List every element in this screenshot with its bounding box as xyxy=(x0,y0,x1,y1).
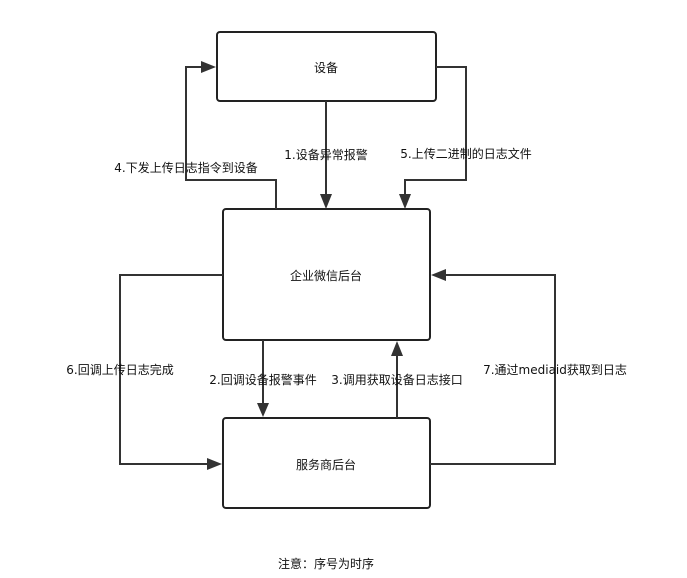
edge-6 xyxy=(119,274,223,470)
edge-5 xyxy=(399,66,467,209)
edge-2-label: 2.回调设备报警事件 xyxy=(209,372,316,387)
node-device: 设备 xyxy=(216,31,437,102)
edge-2-arrowhead xyxy=(257,403,269,417)
edge-2 xyxy=(257,340,269,417)
edge-3 xyxy=(391,341,403,418)
edge-7-arrowhead xyxy=(431,269,446,281)
edge-3-arrowhead xyxy=(391,341,403,356)
edge-4 xyxy=(185,61,277,209)
edge-6-arrowhead xyxy=(207,458,222,470)
node-wecom-backend: 企业微信后台 xyxy=(222,208,431,341)
node-wecom-backend-label: 企业微信后台 xyxy=(290,268,362,283)
node-device-label: 设备 xyxy=(314,61,338,75)
timing-note: 注意：序号为时序 xyxy=(278,556,374,571)
edge-1-arrowhead xyxy=(320,194,332,209)
edge-4-arrowhead xyxy=(201,61,216,73)
node-provider-backend: 服务商后台 xyxy=(222,417,431,509)
edge-6-label: 6.回调上传日志完成 xyxy=(66,362,173,377)
node-provider-backend-label: 服务商后台 xyxy=(296,457,356,472)
edge-1-label: 1.设备异常报警 xyxy=(284,147,367,162)
edge-7 xyxy=(430,269,556,465)
edge-7-label: 7.通过mediaid获取到日志 xyxy=(483,363,627,377)
edge-3-label: 3.调用获取设备日志接口 xyxy=(331,372,462,387)
edge-5-arrowhead xyxy=(399,194,411,209)
edge-4-label: 4.下发上传日志指令到设备 xyxy=(114,160,257,175)
edge-5-label: 5.上传二进制的日志文件 xyxy=(400,146,531,161)
edge-1 xyxy=(320,101,332,209)
